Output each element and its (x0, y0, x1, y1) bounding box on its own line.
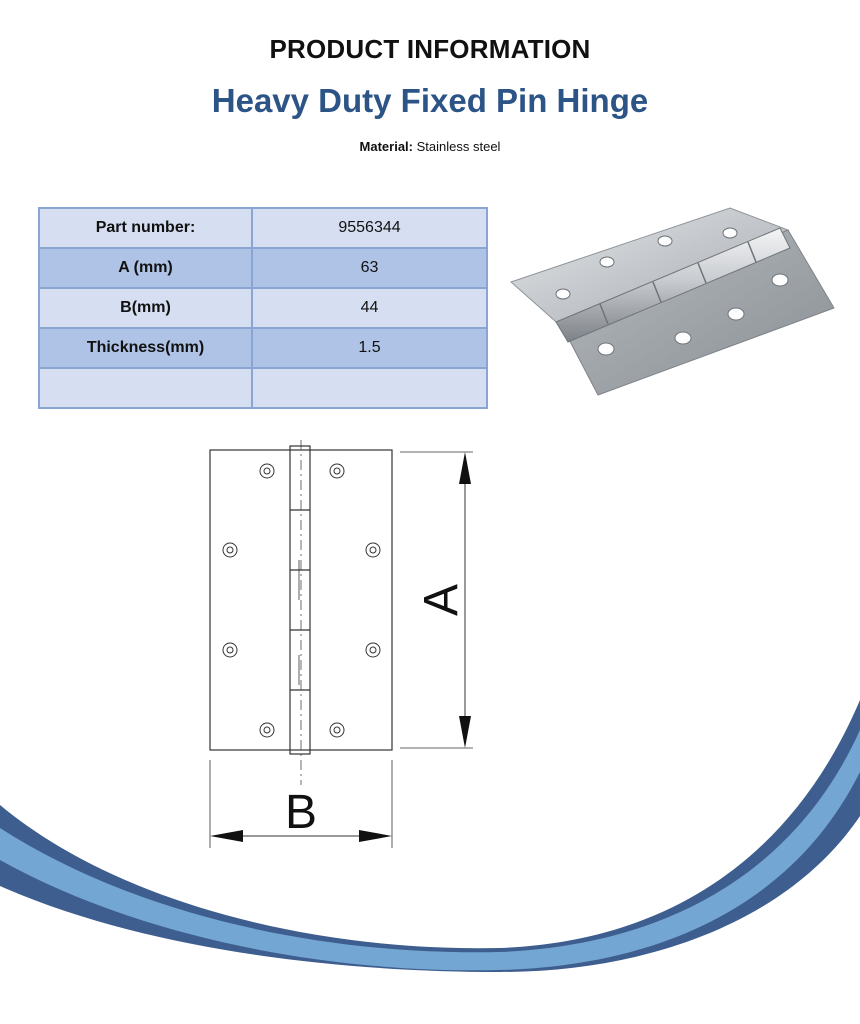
spec-label: A (mm) (38, 247, 253, 289)
spec-label: Part number: (38, 207, 253, 249)
product-title: Heavy Duty Fixed Pin Hinge (211, 82, 649, 119)
dimension-label-b: B (285, 786, 317, 839)
table-row: A (mm) 63 (38, 247, 488, 289)
material-label: Material: (359, 139, 413, 154)
hinge-dimension-drawing: A B (209, 440, 473, 848)
spec-value: 9556344 (251, 207, 488, 249)
dimension-label-a: A (415, 584, 468, 616)
material-line: Material: Stainless steel (0, 139, 860, 154)
table-row: B(mm) 44 (38, 287, 488, 329)
header-kicker: PRODUCT INFORMATION (269, 34, 591, 64)
spec-value (251, 367, 488, 409)
spec-label (38, 367, 253, 409)
spec-label: B(mm) (38, 287, 253, 329)
spec-value: 1.5 (251, 327, 488, 369)
spec-value: 63 (251, 247, 488, 289)
material-value: Stainless steel (416, 139, 501, 154)
table-row (38, 367, 488, 409)
hinge-photo (510, 207, 835, 396)
table-row: Part number: 9556344 (38, 207, 488, 249)
spec-table: Part number: 9556344 A (mm) 63 B(mm) 44 … (38, 207, 488, 409)
spec-label: Thickness(mm) (38, 327, 253, 369)
spec-value: 44 (251, 287, 488, 329)
table-row: Thickness(mm) 1.5 (38, 327, 488, 369)
footer-wave (0, 700, 860, 1024)
